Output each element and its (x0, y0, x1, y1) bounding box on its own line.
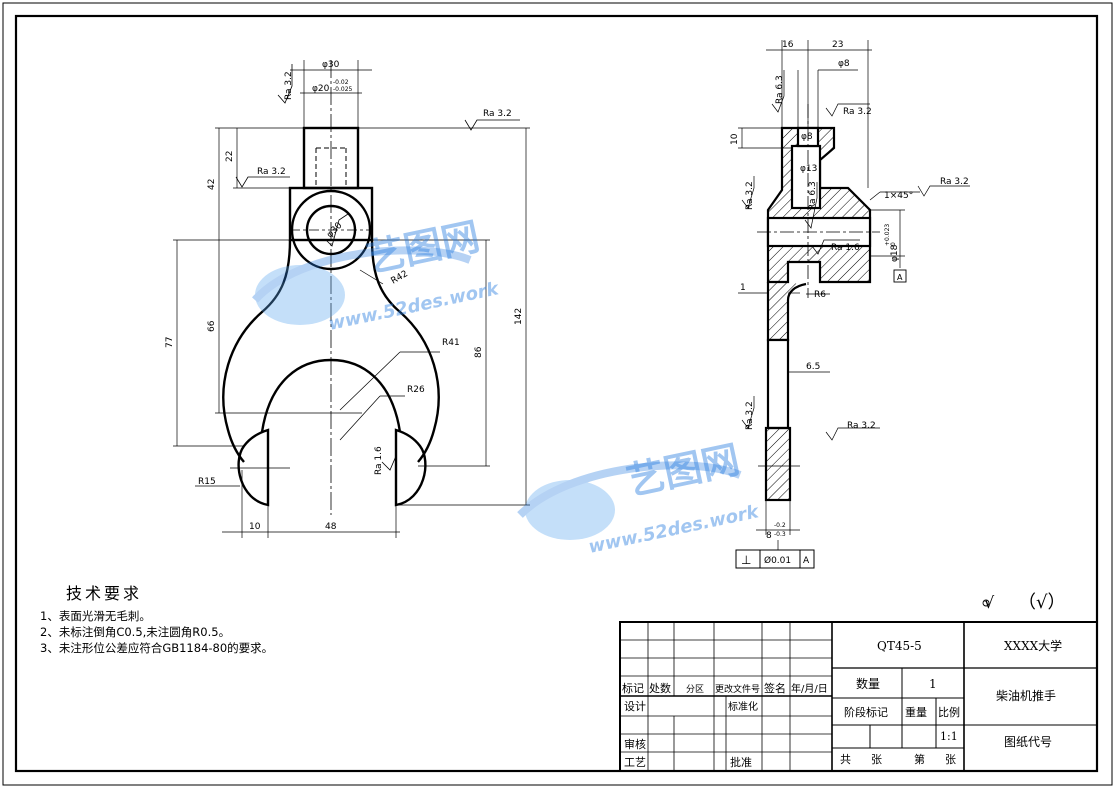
tb-material: QT45-5 (877, 639, 922, 653)
finish-paren: （√） (1018, 592, 1065, 613)
tb-part-name: 柴油机推手 (996, 689, 1056, 703)
dim-6-5: 6.5 (806, 362, 820, 372)
tb-zone: 分区 (686, 684, 704, 695)
tb-qty-label: 数量 (856, 676, 880, 691)
watermark-brand-1: 艺图网 (363, 214, 484, 281)
dim-22: 22 (225, 151, 235, 162)
dim-phi13: φ13 (800, 164, 817, 174)
dim-phi8-inner: φ8 (801, 132, 813, 142)
ra-side-top-left: Ra 6.3 (775, 75, 785, 104)
tb-sheets-total: 共 (840, 753, 851, 766)
dim-phi18-lower: 0 (890, 242, 897, 246)
dim-r6: R6 (814, 290, 826, 300)
dim-16: 16 (782, 40, 794, 50)
ra-boss-top: Ra 3.2 (284, 71, 294, 100)
tb-standard: 标准化 (728, 700, 758, 713)
surface-finish-note: √ （√） (982, 592, 1065, 613)
datum-label: A (897, 273, 903, 282)
ra-side-jaw-right: Ra 3.2 (847, 421, 876, 431)
dim-1: 1 (740, 283, 746, 293)
tb-scale-value: 1:1 (940, 730, 958, 743)
tech-requirements-title: 技术要求 (66, 584, 143, 603)
dim-chamfer: 1×45° (884, 191, 913, 201)
tb-sheet-no: 第 (914, 752, 925, 766)
ra-side-hole: Ra 1.6 (831, 243, 860, 253)
tb-sheets-unit1: 张 (871, 753, 882, 766)
right-jaw (394, 428, 427, 507)
watermark-graphic (252, 246, 742, 540)
tb-review: 审核 (624, 737, 646, 751)
tech-requirement-2: 2、未标注倒角C0.5,未注圆角R0.5。 (40, 625, 231, 639)
datum-box (893, 269, 907, 283)
tb-sheets-unit2: 张 (945, 753, 956, 766)
ra-top-right: Ra 3.2 (483, 109, 512, 119)
dim-phi18: φ18 (890, 244, 900, 262)
dim-phi18-upper: +0.023 (884, 224, 891, 246)
tech-requirements: 技术要求 1、表面光滑无毛刺。 2、未标注倒角C0.5,未注圆角R0.5。 3、… (40, 580, 273, 656)
dim-phi20-upper: -0.02 (333, 79, 349, 86)
front-view (173, 60, 530, 538)
fork-outline (222, 239, 292, 463)
tb-weight: 重量 (905, 705, 927, 719)
tb-scale: 比例 (938, 705, 960, 719)
left-jaw (237, 428, 270, 507)
tb-qty-value: 1 (929, 677, 937, 691)
dim-r15: R15 (198, 477, 216, 487)
dim-phi20: φ20 (312, 84, 330, 94)
dim-77: 77 (165, 337, 175, 348)
dim-phi20-lower: -0.025 (333, 86, 353, 93)
dim-8-upper: -0.2 (774, 522, 786, 529)
tb-school: XXXX大学 (1004, 638, 1062, 653)
dim-142: 142 (514, 308, 524, 325)
tolerance-frame (735, 549, 815, 569)
ra-side-left: Ra 3.2 (745, 181, 755, 210)
tech-requirement-1: 1、表面光滑无毛刺。 (40, 609, 151, 623)
dim-r26: R26 (407, 385, 425, 395)
ra-side-jaw-left: Ra 3.2 (745, 401, 755, 430)
tol-value: Ø0.01 (764, 555, 791, 566)
dim-8-lower: -0.3 (774, 531, 786, 538)
dim-8: 8 (766, 531, 772, 541)
watermark-brand-2: 艺图网 (623, 437, 744, 504)
dim-23: 23 (832, 40, 843, 50)
side-view (735, 40, 970, 569)
tol-datum: A (803, 556, 810, 566)
dim-42: 42 (207, 179, 217, 190)
tech-requirement-3: 3、未注形位公差应符合GB1184-80的要求。 (40, 641, 274, 655)
dim-10: 10 (249, 522, 261, 532)
ra-boss-left: Ra 3.2 (257, 167, 286, 177)
inner-border (14, 14, 1099, 773)
ra-side-chamfer: Ra 3.2 (940, 177, 969, 187)
dim-48: 48 (325, 522, 337, 532)
dim-66: 66 (207, 320, 217, 332)
tb-count: 处数 (649, 682, 671, 695)
dim-10-side: 10 (730, 133, 740, 145)
dim-phi30-top: φ30 (322, 60, 340, 70)
tb-change-doc: 更改文件号 (715, 683, 760, 695)
tb-date: 年/月/日 (791, 682, 828, 695)
finish-symbol: √ (984, 593, 995, 612)
tb-craft: 工艺 (624, 756, 646, 769)
dim-hole-phi30: φ30 (325, 221, 345, 241)
tol-symbol: ⊥ (741, 553, 751, 567)
ra-jaw: Ra 1.6 (374, 446, 384, 475)
ra-side-top-right: Ra 3.2 (843, 107, 872, 117)
dim-phi8-top: φ8 (838, 59, 850, 69)
tb-stage: 阶段标记 (844, 705, 888, 719)
tb-approve: 批准 (730, 755, 752, 769)
dim-r41: R41 (442, 338, 460, 348)
arm-section (766, 282, 807, 342)
tb-mark: 标记 (622, 681, 644, 695)
tb-sign: 签名 (764, 681, 786, 695)
dim-86: 86 (474, 346, 484, 358)
tb-drawing-no: 图纸代号 (1004, 735, 1052, 749)
title-block (619, 621, 1098, 772)
ra-side-bore: Ra 6.3 (808, 181, 818, 210)
jaw-end (764, 426, 792, 502)
tb-design: 设计 (624, 700, 646, 713)
